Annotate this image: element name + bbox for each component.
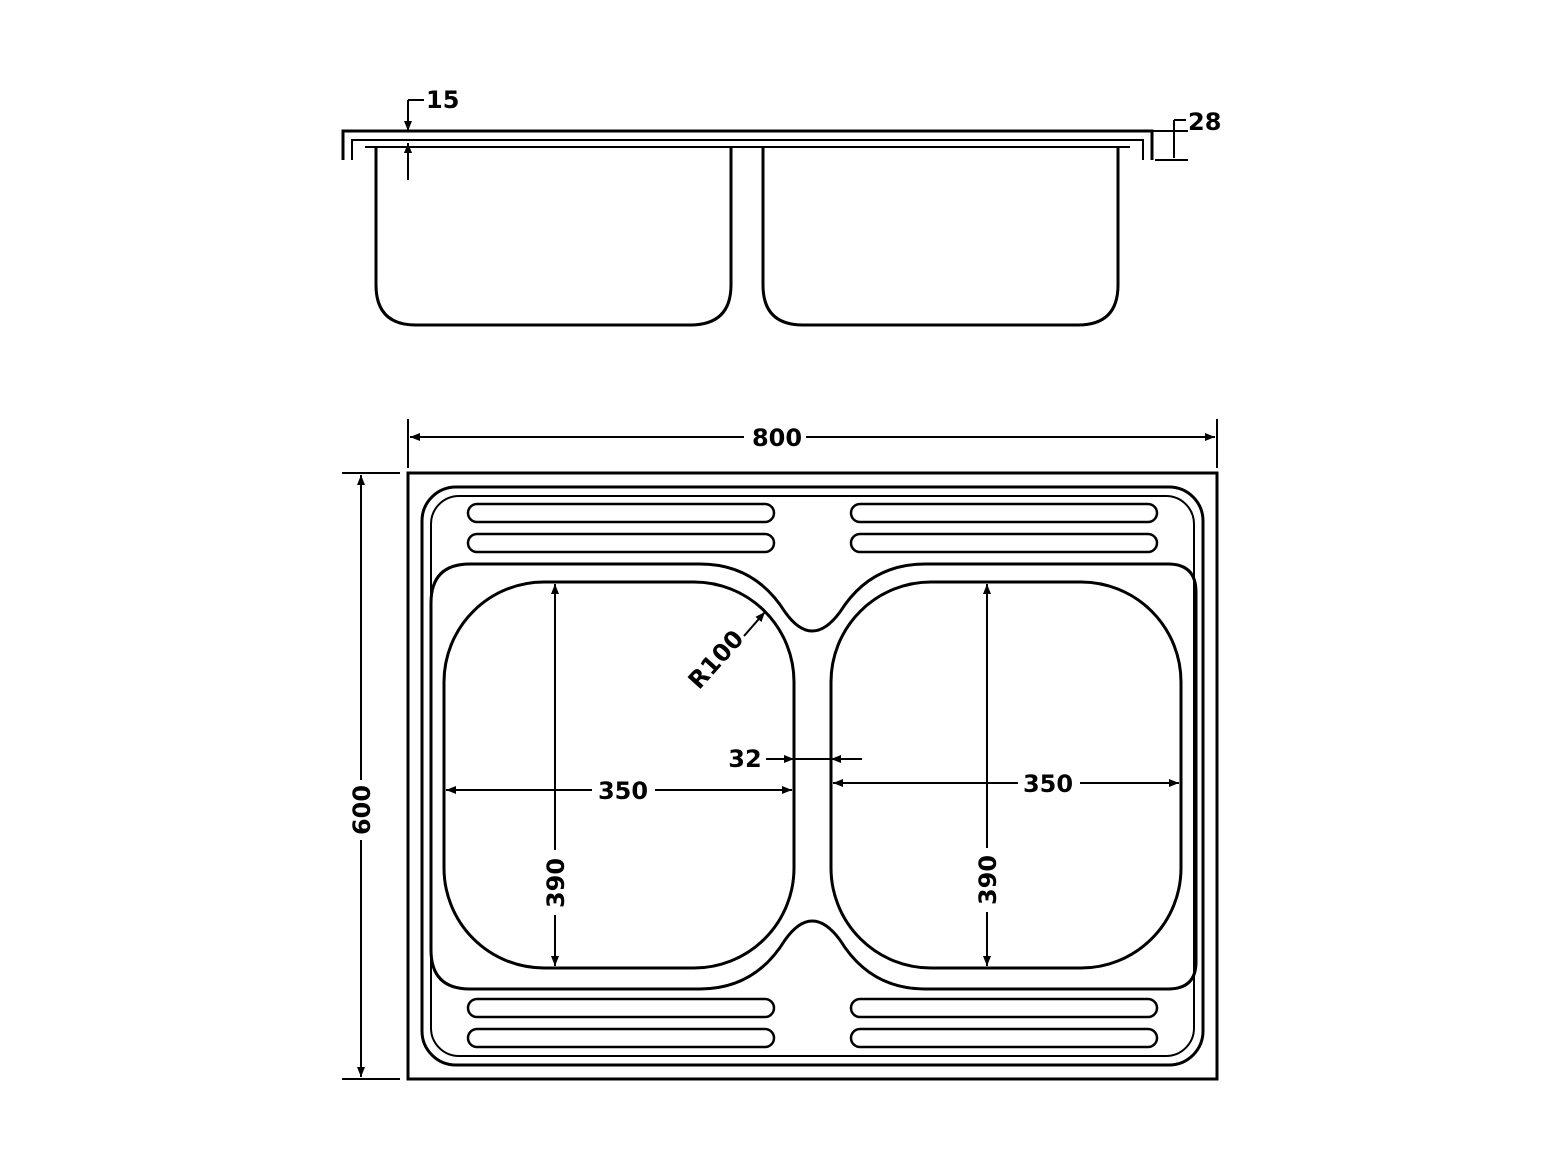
side-view-rim-inner xyxy=(351,139,1144,160)
depth-label: 600 xyxy=(348,785,376,835)
left-bowl xyxy=(442,580,796,970)
width-label-bg xyxy=(748,422,804,452)
sink-deck-inner xyxy=(430,495,1195,1057)
side-view xyxy=(341,99,1188,327)
groove xyxy=(849,1027,1159,1049)
bowl-rim-outline xyxy=(429,562,1198,991)
width-label: 800 xyxy=(752,424,802,452)
groove xyxy=(466,997,776,1019)
bottom-drainer-grooves xyxy=(466,997,1159,1049)
right-bowl-width-label: 350 xyxy=(1023,770,1073,798)
groove xyxy=(849,502,1159,524)
groove xyxy=(466,1027,776,1049)
groove xyxy=(849,997,1159,1019)
radius-leader xyxy=(743,611,766,637)
rim-thickness-label: 15 xyxy=(426,86,459,114)
sink-deck-outer xyxy=(420,485,1205,1067)
top-view xyxy=(342,419,1219,1081)
top-drainer-grooves xyxy=(466,502,1159,554)
sink-outer-edge xyxy=(406,471,1219,1081)
side-view-left-bowl xyxy=(374,147,733,327)
corner-radius-label: R100 xyxy=(683,625,750,695)
right-bowl-depth-label: 390 xyxy=(974,855,1002,905)
flange-height-label: 28 xyxy=(1188,108,1221,136)
left-bowl-width-label: 350 xyxy=(598,777,648,805)
left-bowl-depth-label: 390 xyxy=(542,858,570,908)
side-view-rim-outer xyxy=(341,129,1154,160)
divider-width-label: 32 xyxy=(728,745,761,773)
groove xyxy=(466,502,776,524)
groove xyxy=(466,532,776,554)
right-bowl xyxy=(829,580,1183,970)
groove xyxy=(849,532,1159,554)
side-view-right-bowl xyxy=(761,147,1120,327)
